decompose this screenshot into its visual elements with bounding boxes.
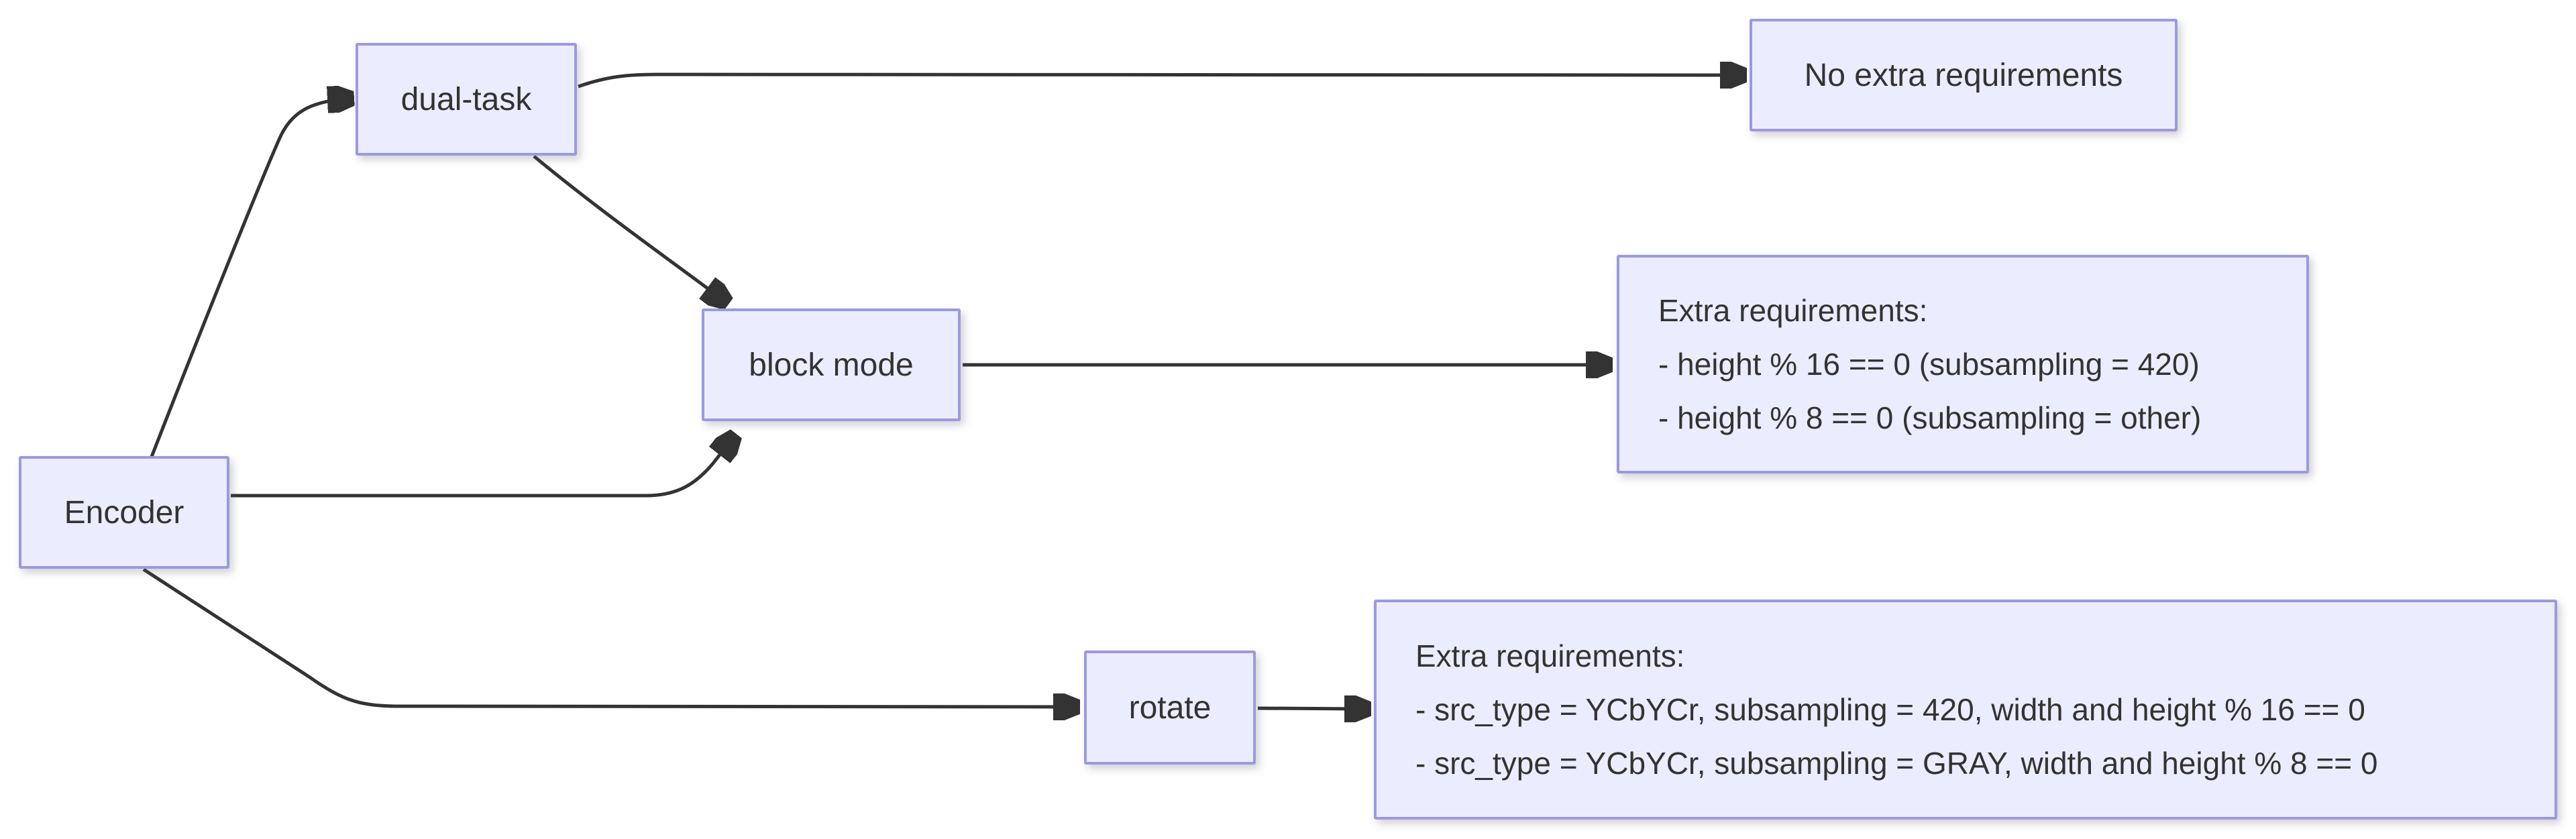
- block-mode-requirement-line-1: - height % 16 == 0 (subsampling = 420): [1658, 347, 2200, 382]
- edge-dual-task-to-block-mode: [533, 155, 727, 302]
- edge-dual-task-to-no-extra: [578, 74, 1744, 87]
- block-mode-requirement-line-2: - height % 8 == 0 (subsampling = other): [1658, 400, 2202, 435]
- edge-rotate-to-requirements: [1257, 708, 1368, 709]
- edge-encoder-to-rotate: [142, 567, 1077, 707]
- box-block-mode-requirements: Extra requirements: - height % 16 == 0 (…: [1617, 255, 2309, 473]
- box-rotate-requirements: Extra requirements: - src_type = YCbYCr,…: [1374, 600, 2557, 820]
- node-block-mode-label: block mode: [749, 347, 914, 383]
- node-dual-task: dual-task: [356, 43, 577, 156]
- no-extra-requirements-label: No extra requirements: [1804, 57, 2123, 93]
- node-rotate: rotate: [1084, 651, 1256, 765]
- node-rotate-label: rotate: [1128, 689, 1212, 726]
- node-dual-task-label: dual-task: [400, 81, 532, 117]
- rotate-requirements-title: Extra requirements:: [1415, 638, 1685, 673]
- rotate-requirement-line-1: - src_type = YCbYCr, subsampling = 420, …: [1415, 692, 2365, 727]
- node-encoder-label: Encoder: [64, 494, 184, 530]
- block-mode-requirements-title: Extra requirements:: [1658, 293, 1928, 328]
- box-no-extra-requirements: No extra requirements: [1750, 19, 2178, 131]
- node-block-mode: block mode: [702, 309, 961, 421]
- edge-encoder-to-block-mode: [231, 436, 735, 498]
- edge-encoder-to-dual-task: [150, 99, 352, 457]
- node-encoder: Encoder: [19, 456, 229, 569]
- rotate-requirement-line-2: - src_type = YCbYCr, subsampling = GRAY,…: [1415, 746, 2378, 781]
